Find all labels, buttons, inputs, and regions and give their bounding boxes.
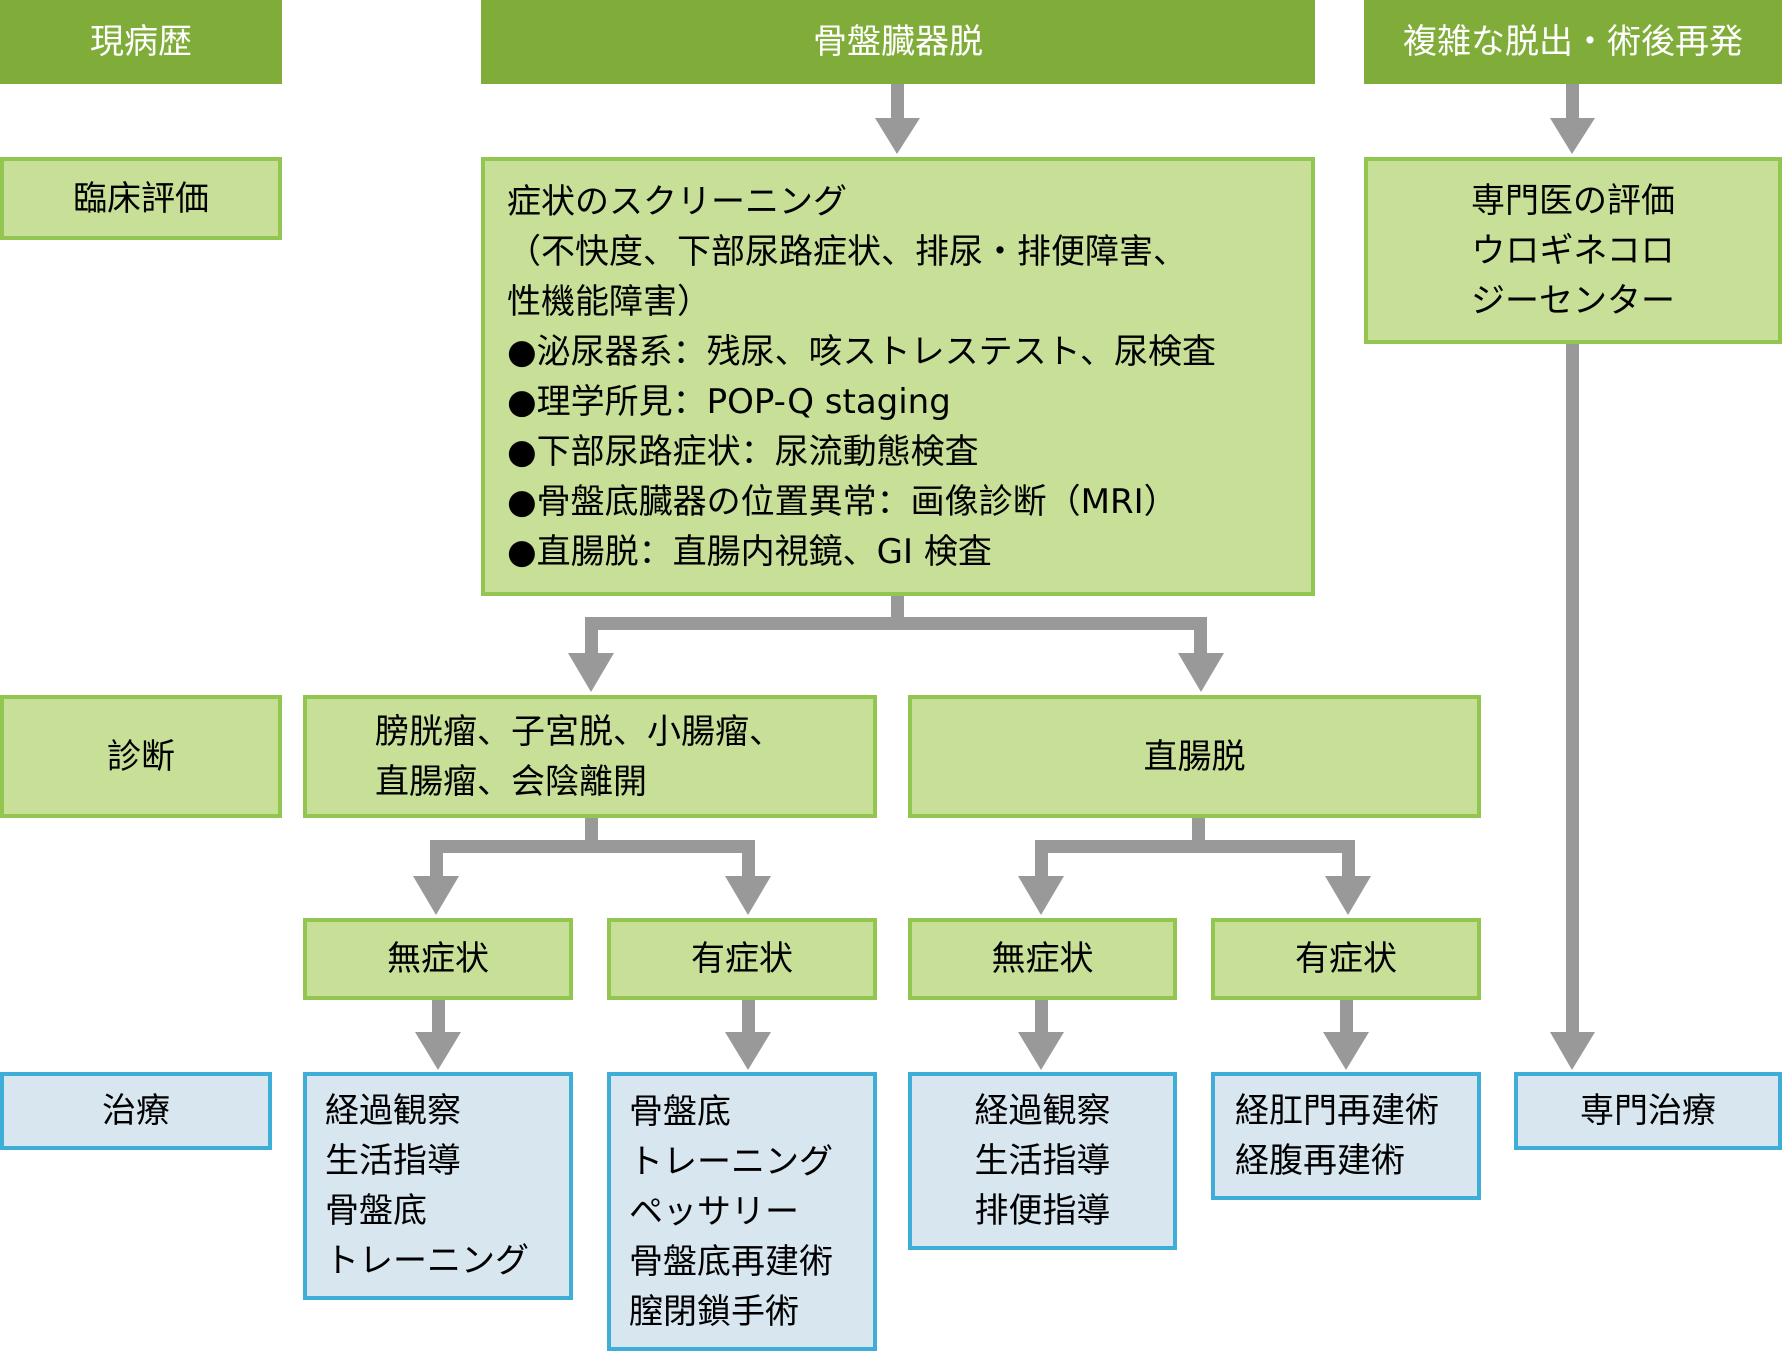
arrow-head <box>1018 876 1064 915</box>
row-label-history-text: 現病歴 <box>90 22 192 62</box>
arrow-head <box>1325 876 1371 915</box>
diagnosis-rectal-prolapse: 直腸脱 <box>908 695 1481 818</box>
arrow-head <box>875 118 920 154</box>
treatment-item: 経腹再建術 <box>1235 1141 1405 1181</box>
treatment-item: 専門治療 <box>1580 1091 1716 1131</box>
treatment-pop-asymptomatic: 経過観察 生活指導 骨盤底 トレーニング <box>303 1072 573 1300</box>
asymptomatic-text: 無症状 <box>387 939 489 979</box>
screening-line: ●骨盤底臓器の位置異常：画像診断（MRI） <box>507 481 1178 522</box>
arrow-head <box>725 876 771 915</box>
screening-box: 症状のスクリーニング （不快度、下部尿路症状、排尿・排便障害、 性機能障害） ●… <box>481 157 1315 596</box>
screening-line: ●直腸脱：直腸内視鏡、GI 検査 <box>507 531 992 572</box>
connector-line <box>1035 1000 1048 1036</box>
connector-line <box>1566 84 1579 120</box>
connector-line <box>430 840 755 853</box>
connector-line <box>742 1000 755 1036</box>
treatment-item: 膣閉鎖手術 <box>629 1291 799 1332</box>
treatment-item: 経過観察 <box>325 1091 461 1131</box>
row-label-history: 現病歴 <box>0 0 282 84</box>
treatment-pop-symptomatic: 骨盤底 トレーニング ペッサリー 骨盤底再建術 膣閉鎖手術 <box>607 1072 877 1351</box>
screening-line: （不快度、下部尿路症状、排尿・排便障害、 <box>507 231 1187 272</box>
header-complex-text: 複雑な脱出・術後再発 <box>1403 22 1743 62</box>
arrow-head <box>413 876 459 915</box>
connector-line <box>891 84 904 120</box>
treatment-item: 経過観察 <box>974 1091 1111 1131</box>
diagnosis-rectal-text: 直腸脱 <box>1143 736 1246 777</box>
diagnosis-pop-line: 直腸瘤、会陰離開 <box>375 761 647 802</box>
treatment-item: 排便指導 <box>974 1191 1111 1231</box>
arrow-head <box>1178 653 1224 692</box>
connector-line <box>585 617 1205 630</box>
connector-line <box>430 840 443 880</box>
row-label-diagnosis-text: 診断 <box>107 736 175 777</box>
treatment-item: トレーニング <box>325 1241 529 1281</box>
treatment-item: 骨盤底 <box>325 1191 427 1231</box>
arrow-head <box>1550 118 1595 154</box>
treatment-item: 生活指導 <box>974 1141 1111 1181</box>
treatment-item: 経肛門再建術 <box>1235 1091 1439 1131</box>
screening-line: ●理学所見：POP-Q staging <box>507 381 951 422</box>
rectal-asymptomatic-box: 無症状 <box>908 918 1177 1000</box>
header-pop: 骨盤臓器脱 <box>481 0 1315 84</box>
treatment-specialist: 専門治療 <box>1514 1072 1782 1150</box>
arrow-head <box>1018 1032 1064 1070</box>
specialist-eval-box: 専門医の評価 ウロギネコロ ジーセンター <box>1364 157 1782 344</box>
pop-asymptomatic-box: 無症状 <box>303 918 573 1000</box>
connector-line <box>1342 840 1355 880</box>
connector-line <box>1035 840 1355 853</box>
connector-line <box>1035 840 1048 880</box>
treatment-item: 生活指導 <box>325 1141 461 1181</box>
arrow-head <box>725 1032 771 1070</box>
screening-line: ●下部尿路症状：尿流動態検査 <box>507 431 979 472</box>
symptomatic-text: 有症状 <box>691 939 793 979</box>
treatment-rectal-asymptomatic: 経過観察 生活指導 排便指導 <box>908 1072 1177 1250</box>
connector-line <box>585 617 598 657</box>
arrow-head <box>415 1032 461 1070</box>
header-pop-text: 骨盤臓器脱 <box>813 22 983 62</box>
screening-line: 性機能障害） <box>507 281 711 322</box>
treatment-item: ペッサリー <box>629 1191 799 1232</box>
screening-line: 症状のスクリーニング <box>507 181 847 222</box>
arrow-head <box>568 653 614 692</box>
specialist-eval-line: ウロギネコロ <box>1471 230 1675 271</box>
arrow-head <box>1550 1032 1595 1070</box>
rectal-symptomatic-box: 有症状 <box>1211 918 1481 1000</box>
treatment-item: 骨盤底 <box>629 1091 731 1132</box>
row-label-treatment-text: 治療 <box>102 1091 170 1131</box>
specialist-eval-line: 専門医の評価 <box>1471 180 1675 221</box>
diagnosis-pop-line: 膀胱瘤、子宮脱、小腸瘤、 <box>375 711 783 752</box>
arrow-head <box>1323 1032 1369 1070</box>
diagnosis-pop-types: 膀胱瘤、子宮脱、小腸瘤、 直腸瘤、会陰離開 <box>303 695 877 818</box>
connector-line <box>742 840 755 880</box>
specialist-eval-line: ジーセンター <box>1471 280 1675 321</box>
treatment-item: トレーニング <box>629 1141 833 1182</box>
treatment-item: 骨盤底再建術 <box>629 1241 833 1282</box>
row-label-treatment: 治療 <box>0 1072 272 1150</box>
connector-line <box>1340 1000 1353 1036</box>
connector-line <box>432 1000 445 1036</box>
connector-line <box>1566 344 1579 1034</box>
asymptomatic-text: 無症状 <box>991 939 1094 979</box>
treatment-rectal-symptomatic: 経肛門再建術 経腹再建術 <box>1211 1072 1481 1200</box>
pop-symptomatic-box: 有症状 <box>607 918 877 1000</box>
screening-line: ●泌尿器系：残尿、咳ストレステスト、尿検査 <box>507 331 1216 372</box>
row-label-diagnosis: 診断 <box>0 695 282 818</box>
symptomatic-text: 有症状 <box>1295 939 1397 979</box>
row-label-clinical-eval-text: 臨床評価 <box>73 178 209 219</box>
connector-line <box>1194 617 1207 657</box>
header-complex: 複雑な脱出・術後再発 <box>1364 0 1782 84</box>
row-label-clinical-eval: 臨床評価 <box>0 157 282 240</box>
